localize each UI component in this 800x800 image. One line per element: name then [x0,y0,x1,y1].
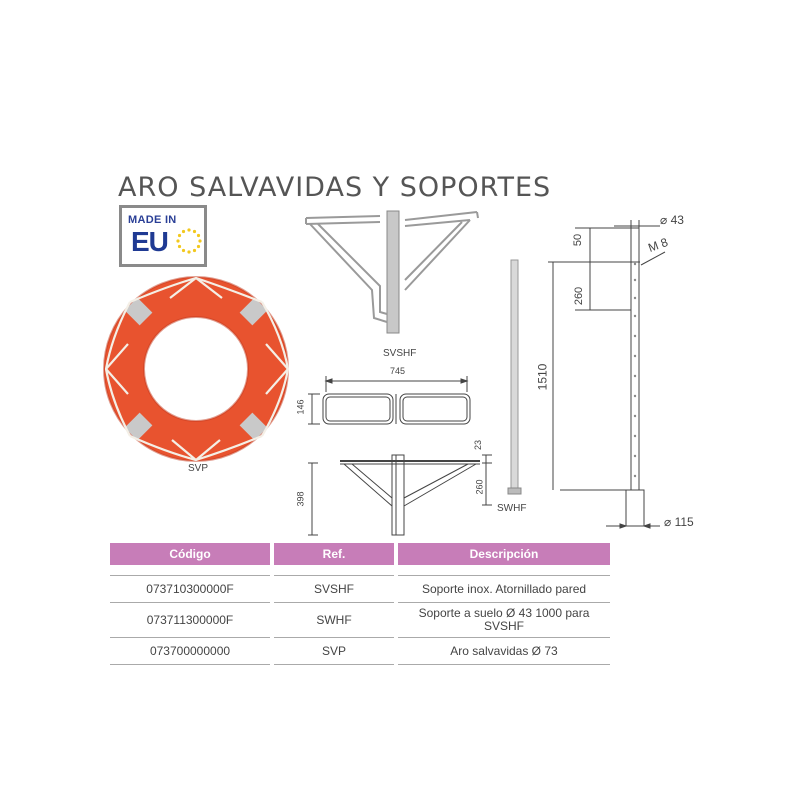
eu-stars-icon [176,228,202,254]
table-spacer [110,565,610,576]
cell-ref: SVP [274,638,394,665]
dim-pole-length: 1510 [535,363,550,391]
table-row: 073711300000F SWHF Soporte a suelo Ø 43 … [110,603,610,638]
header-codigo: Código [110,543,270,565]
pole-technical-drawing [548,220,666,529]
dim-plate-width: 745 [390,366,406,376]
table-row: 073700000000 SVP Aro salvavidas Ø 73 [110,638,610,665]
dim-pole-diameter-top: ⌀ 43 [660,213,684,227]
spec-table: Código Ref. Descripción 073710300000F SV… [106,543,614,665]
cell-ref: SVSHF [274,576,394,603]
dim-bracket-top: 23 [473,439,484,451]
header-ref: Ref. [274,543,394,565]
dim-pole-base-value: 115 [674,515,694,529]
cell-code: 073710300000F [110,576,270,603]
plate-top-view-drawing [308,376,471,425]
svshf-caption: SVSHF [383,348,417,359]
svp-caption: SVP [188,463,209,474]
logo-eu-text: EU [131,226,169,257]
swhf-caption: SWHF [497,503,527,514]
dim-pole-base-diameter: ⌀ 115 [664,515,694,529]
cell-code: 073700000000 [110,638,270,665]
page-title: ARO SALVAVIDAS Y SOPORTES [118,172,552,203]
lifebuoy-ring-image [103,276,290,462]
cell-desc: Soporte a suelo Ø 43 1000 para SVSHF [398,603,610,638]
cell-desc: Soporte inox. Atornillado pared [398,576,610,603]
swhf-pole-image [507,259,522,495]
dim-bracket-height: 398 [295,491,306,507]
made-in-eu-logo: MADE IN EU [119,205,207,267]
dim-pole-hole-spacing: 260 [573,286,586,306]
spec-table-header-row: Código Ref. Descripción [110,543,610,565]
dim-bracket-arm: 260 [474,479,485,495]
logo-made-in-text: MADE IN [128,214,177,226]
dim-plate-height: 146 [295,399,306,415]
cell-desc: Aro salvavidas Ø 73 [398,638,610,665]
table-row: 073710300000F SVSHF Soporte inox. Atorni… [110,576,610,603]
dim-pole-diameter-value: 43 [670,213,684,227]
bracket-side-view-drawing [308,454,492,536]
cell-code: 073711300000F [110,603,270,638]
header-descripcion: Descripción [398,543,610,565]
cell-ref: SWHF [274,603,394,638]
dim-pole-top: 50 [572,233,585,247]
svshf-bracket-image [305,210,479,334]
